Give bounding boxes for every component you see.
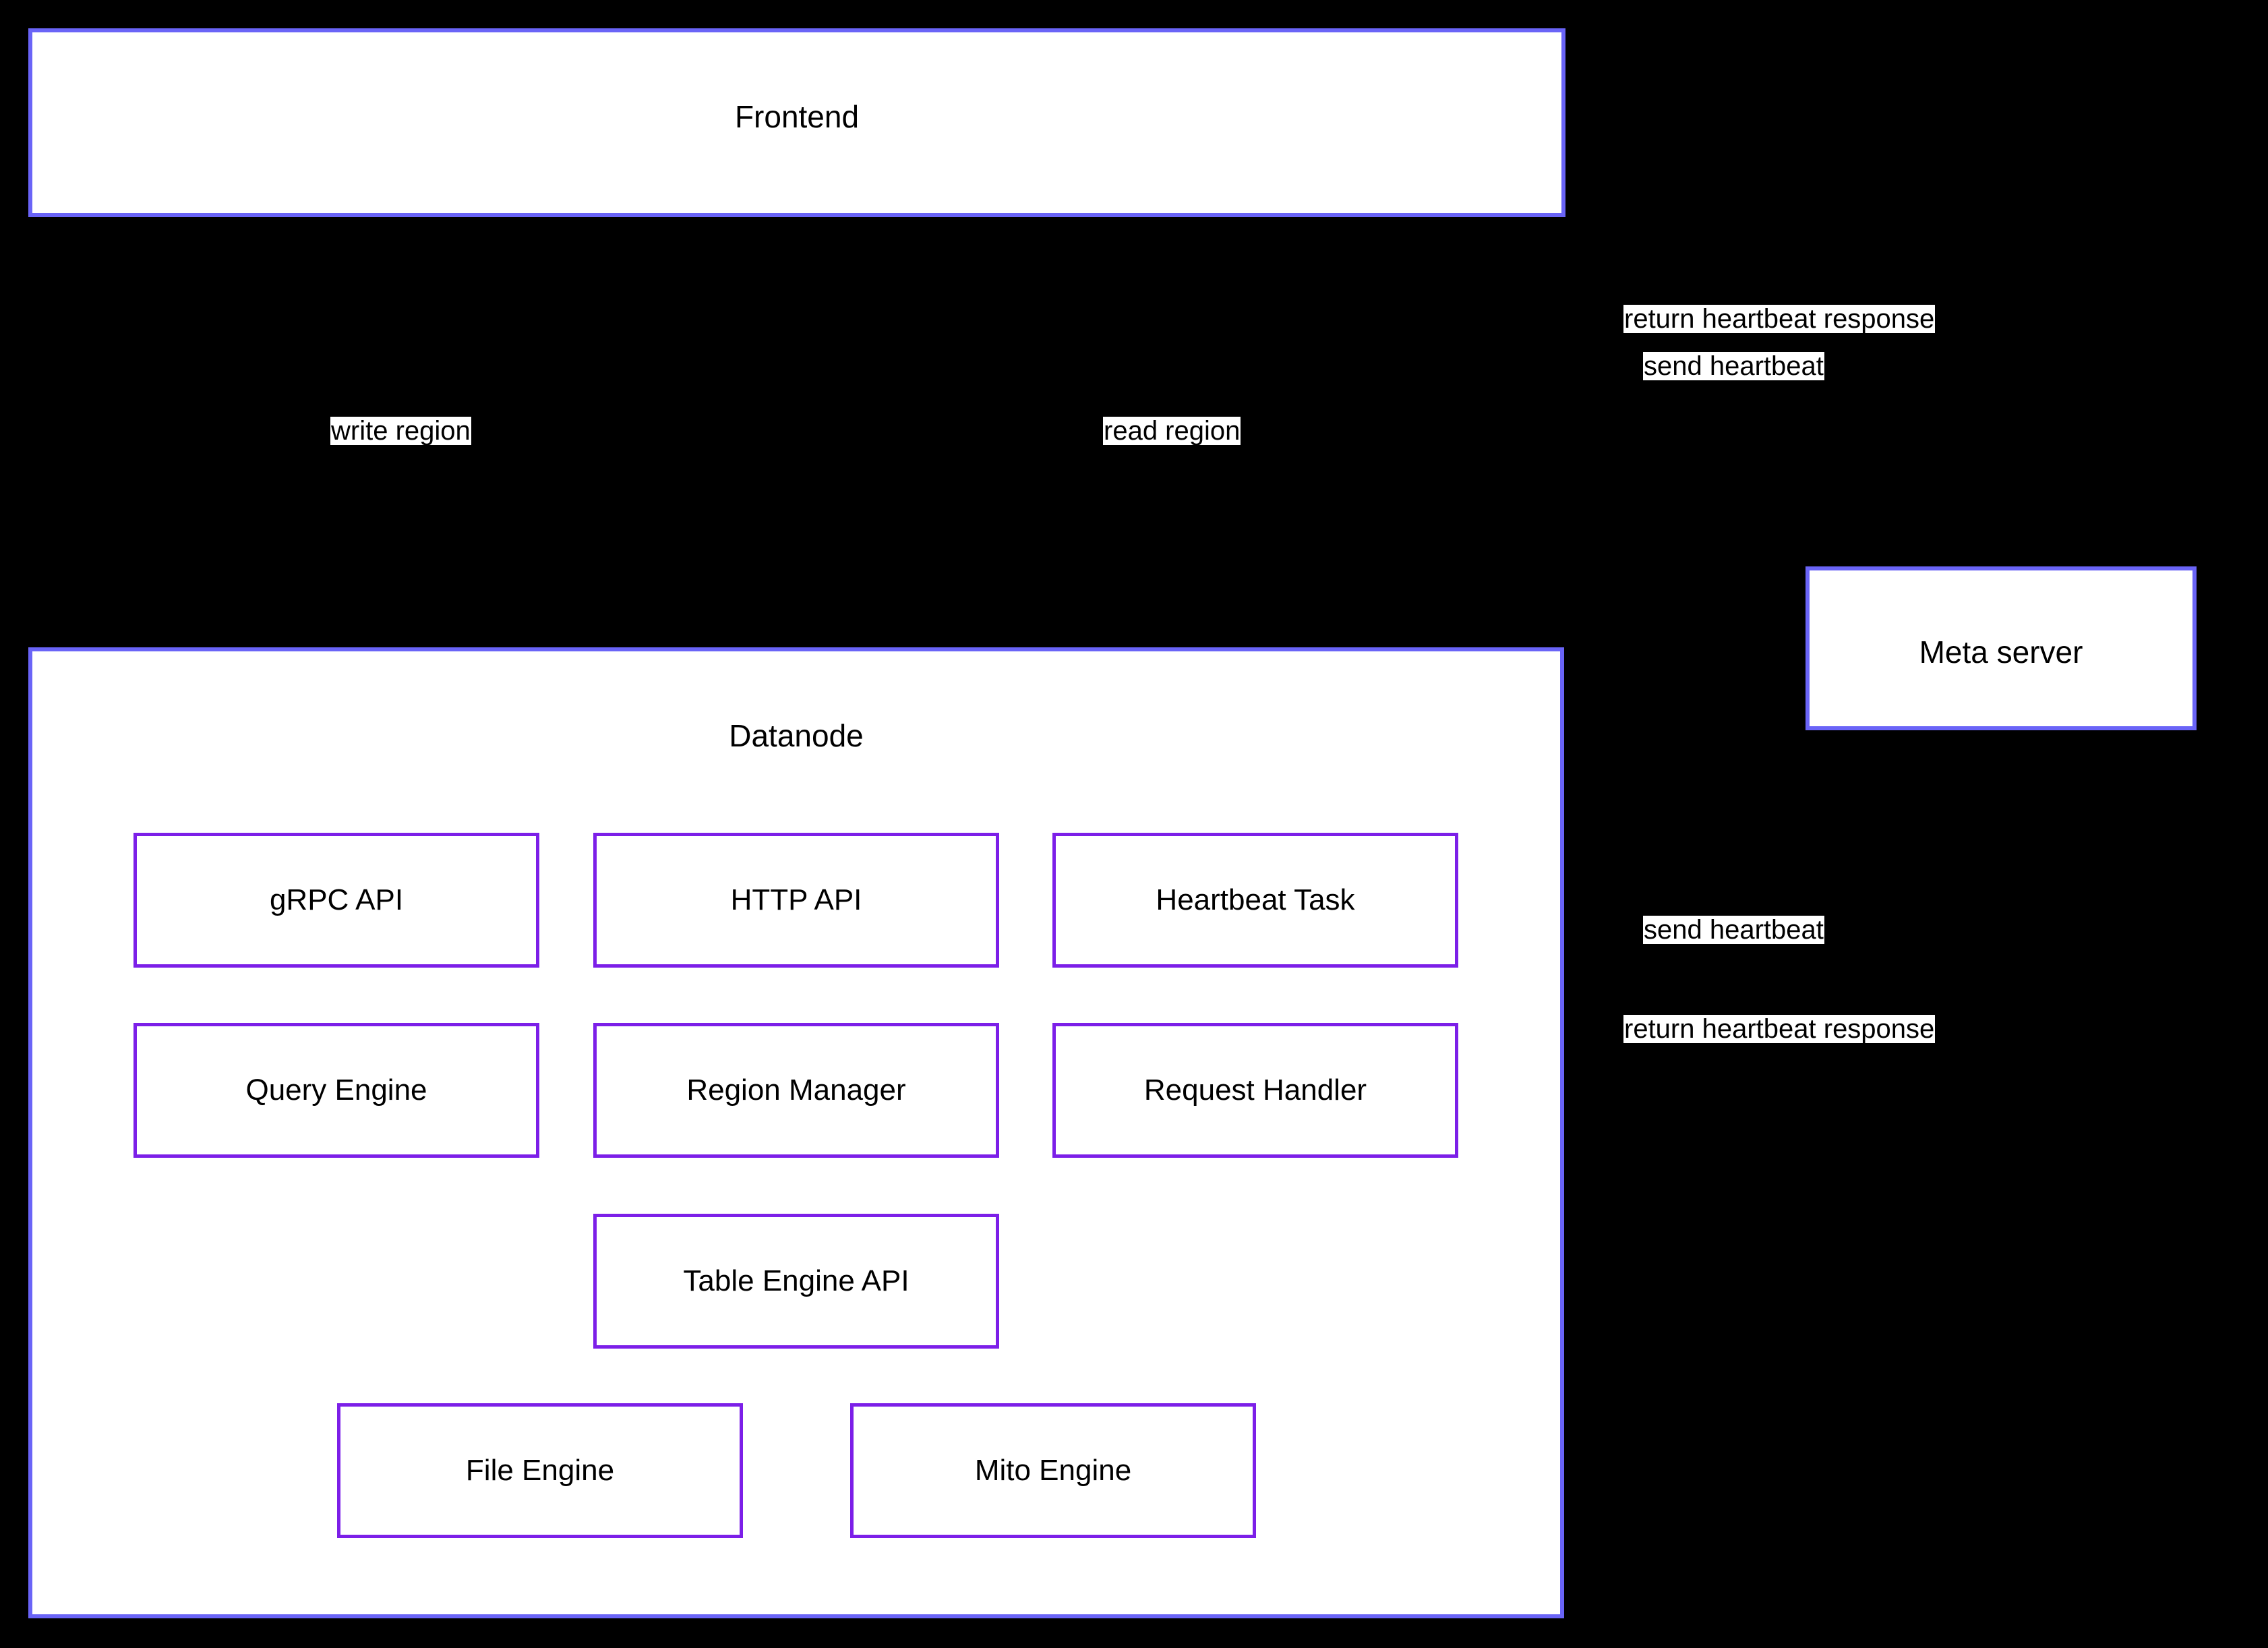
component-heartbeat-task[interactable]: Heartbeat Task <box>1052 833 1458 968</box>
component-region-manager-label: Region Manager <box>686 1073 906 1107</box>
component-request-handler-label: Request Handler <box>1143 1073 1367 1107</box>
component-http-api-label: HTTP API <box>730 883 862 916</box>
edge-frontend-send-heartbeat <box>1565 120 1882 566</box>
component-grpc-api-label: gRPC API <box>269 883 404 916</box>
component-region-manager[interactable]: Region Manager <box>593 1023 999 1158</box>
edge-label-read-region: read region <box>1103 416 1241 446</box>
edge-label-return-heartbeat-response-bottom: return heartbeat response <box>1623 1014 1936 1044</box>
component-heartbeat-task-label: Heartbeat Task <box>1156 883 1355 916</box>
meta-server-label: Meta server <box>1919 635 2083 670</box>
edge-frontend-send-heartbeat-arrowhead <box>1873 546 1889 566</box>
component-mito-engine-label: Mito Engine <box>974 1454 1132 1487</box>
edge-meta-return-heartbeat-response-arrowhead <box>1565 167 1586 183</box>
component-query-engine-label: Query Engine <box>245 1073 427 1107</box>
component-mito-engine[interactable]: Mito Engine <box>850 1403 1256 1538</box>
component-grpc-api[interactable]: gRPC API <box>133 833 539 968</box>
component-file-engine[interactable]: File Engine <box>337 1403 743 1538</box>
meta-server-box[interactable]: Meta server <box>1806 566 2197 730</box>
component-file-engine-label: File Engine <box>465 1454 615 1487</box>
component-query-engine[interactable]: Query Engine <box>133 1023 539 1158</box>
component-table-engine-api-label: Table Engine API <box>683 1264 909 1297</box>
frontend-box[interactable]: Frontend <box>28 28 1565 217</box>
edge-label-write-region: write region <box>330 416 471 446</box>
component-http-api[interactable]: HTTP API <box>593 833 999 968</box>
edge-label-return-heartbeat-response-top: return heartbeat response <box>1623 304 1936 334</box>
edge-write-region-arrowhead <box>407 627 423 647</box>
frontend-label: Frontend <box>734 99 860 134</box>
edge-read-region-arrowhead <box>1180 217 1196 237</box>
edge-label-send-heartbeat-top: send heartbeat <box>1643 351 1824 381</box>
component-table-engine-api[interactable]: Table Engine API <box>593 1214 999 1349</box>
edge-datanode-send-heartbeat-arrowhead <box>1873 730 1889 751</box>
edge-label-send-heartbeat-bottom: send heartbeat <box>1643 915 1824 945</box>
datanode-label: Datanode <box>729 718 864 753</box>
component-request-handler[interactable]: Request Handler <box>1052 1023 1458 1158</box>
